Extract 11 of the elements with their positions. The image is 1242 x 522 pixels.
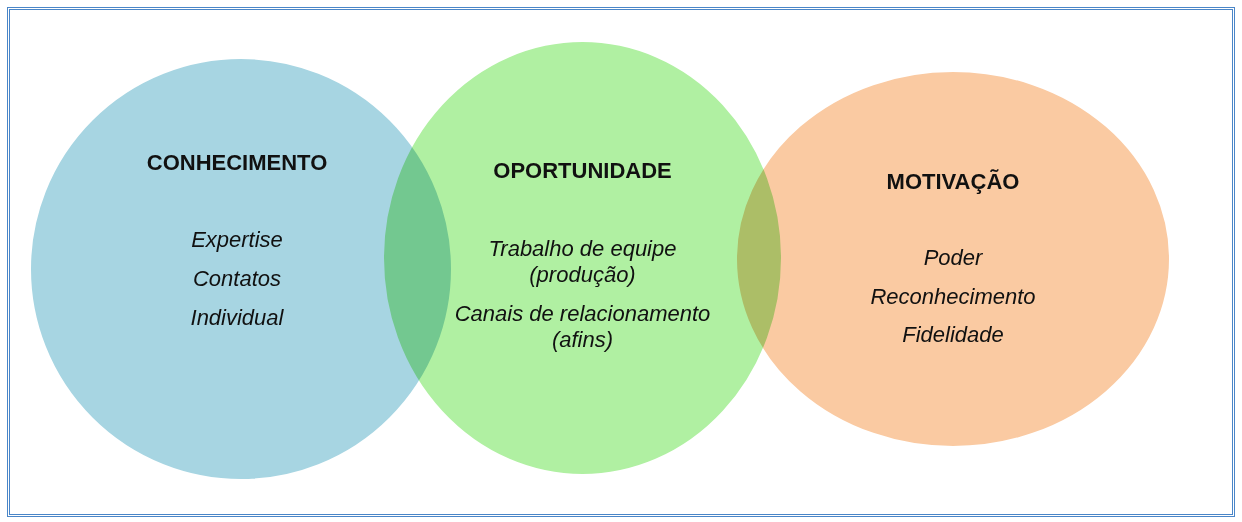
circle-item: Reconhecimento bbox=[869, 284, 1037, 310]
circle-heading: MOTIVAÇÃO bbox=[885, 169, 1021, 195]
circle-item: Individual bbox=[189, 305, 285, 331]
circle-item: Fidelidade bbox=[901, 322, 1005, 348]
circle-item: Poder bbox=[922, 245, 984, 271]
circle-item: Expertise bbox=[190, 227, 284, 253]
circle-item: Contatos bbox=[191, 266, 283, 292]
circle-item: Trabalho de equipe (produção) bbox=[487, 236, 678, 288]
circle-item: Canais de relacionamento (afins) bbox=[453, 301, 712, 353]
circle-heading: CONHECIMENTO bbox=[145, 150, 329, 176]
circle-heading: OPORTUNIDADE bbox=[492, 158, 673, 184]
